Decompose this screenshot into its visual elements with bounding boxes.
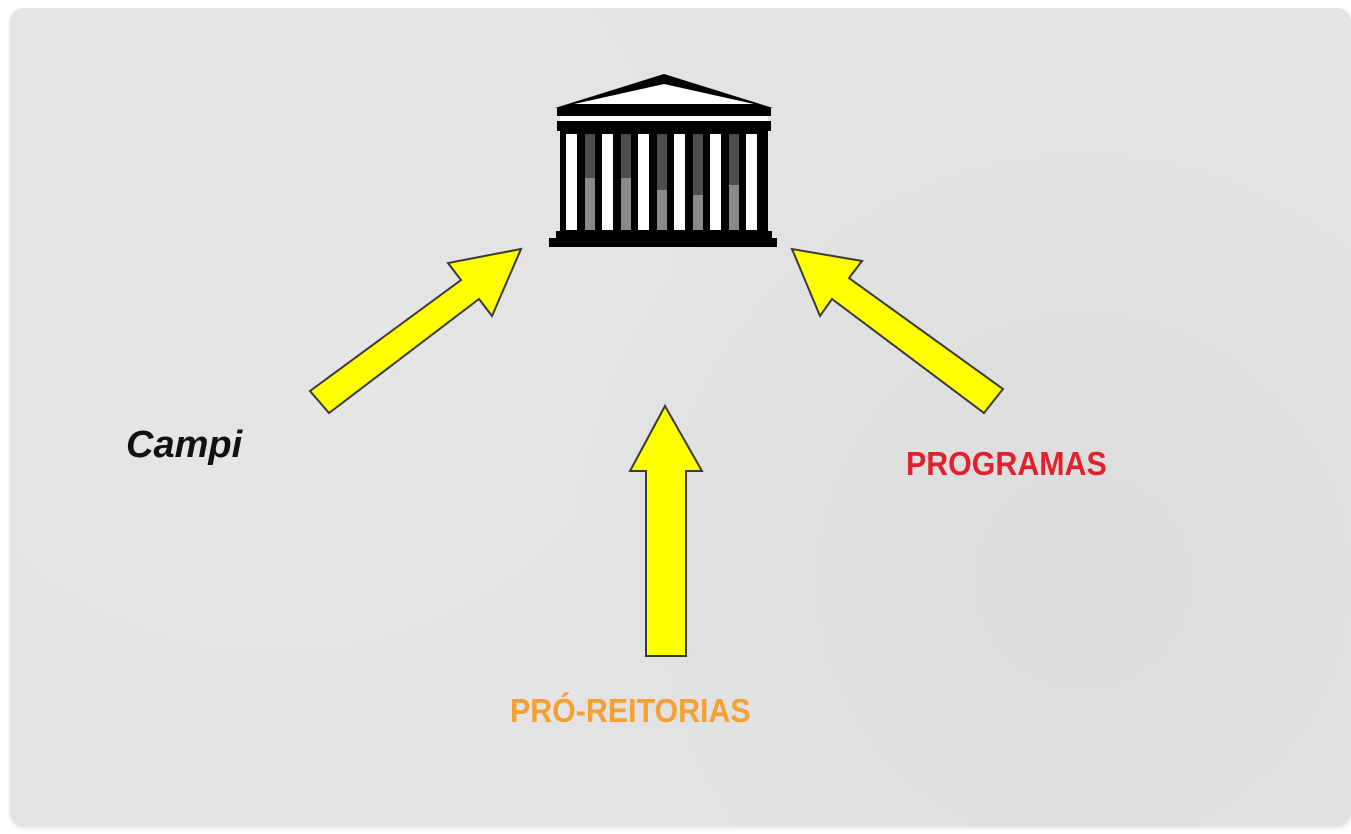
arrow-up-right-icon (308, 247, 523, 415)
pro-reitorias-label: PRÓ-REITORIAS (510, 692, 751, 729)
arrow-up-icon (628, 403, 704, 657)
university-building-icon (549, 74, 777, 247)
campi-label: Campi (126, 424, 243, 466)
arrow-up-left-icon (790, 247, 1005, 415)
programas-label: PROGRAMAS (906, 445, 1107, 482)
